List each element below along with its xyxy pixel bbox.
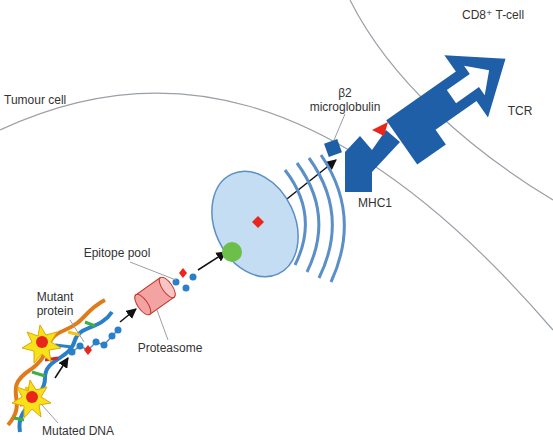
tumour-membrane — [0, 93, 553, 330]
part-label: TCR — [500, 104, 540, 118]
mhc1-complex — [324, 122, 400, 192]
tcr-receptor — [375, 28, 528, 167]
flow-arrow — [198, 252, 226, 270]
part-label: Epitope pool — [72, 246, 162, 260]
part-label: MHC1 — [350, 196, 400, 210]
part-label: Proteasome — [130, 341, 210, 355]
part-label: Mutant protein — [20, 290, 90, 318]
tcell-membrane — [350, 0, 553, 200]
er-organelle — [196, 155, 345, 291]
dna-helix — [8, 300, 112, 432]
flow-arrow — [120, 309, 136, 322]
epitope-dots — [173, 268, 197, 292]
node-text: Tumour cell — [4, 93, 94, 107]
cell-label: CD8⁺ T-cell — [462, 8, 552, 22]
part-label: β2 microglobulin — [305, 86, 385, 114]
node-text: CD8⁺ T-cell — [462, 8, 552, 22]
flow-arrow — [55, 358, 68, 378]
cell-label: Tumour cell — [4, 93, 94, 107]
leader-lines — [42, 114, 345, 423]
part-label: Mutated DNA — [28, 424, 128, 438]
proteasome-cylinder — [132, 275, 179, 318]
